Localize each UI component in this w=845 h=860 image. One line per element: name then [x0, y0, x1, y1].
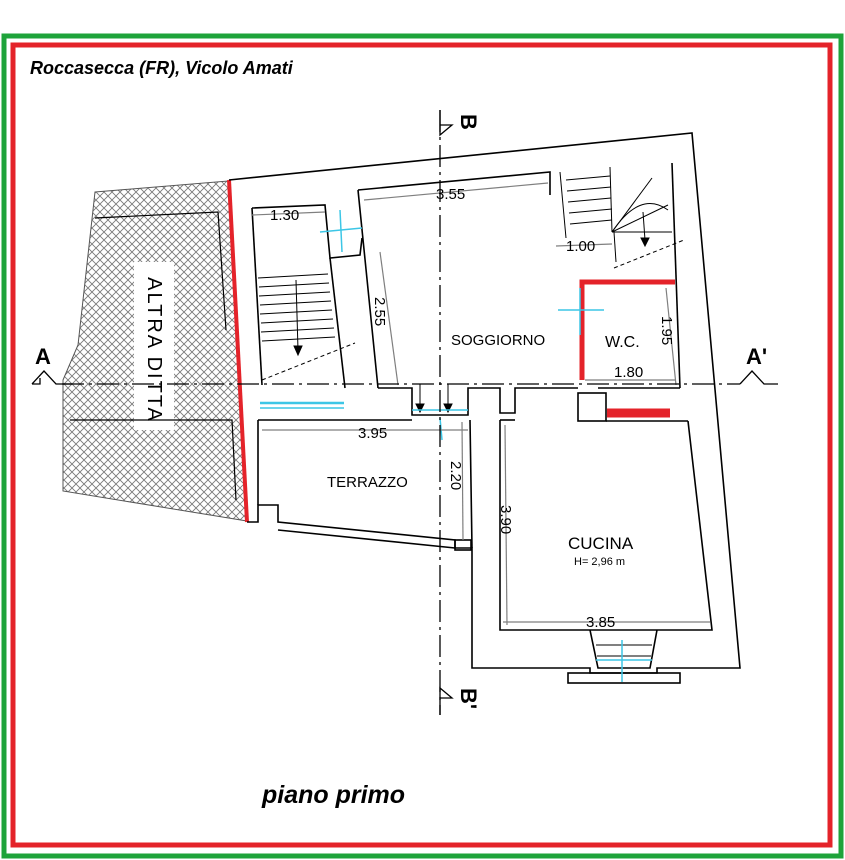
room-kitchen-label: CUCINA	[568, 534, 634, 553]
dim-stair-width: 1.30	[270, 207, 299, 224]
stairs	[257, 166, 685, 657]
windows	[260, 209, 652, 682]
dim-living-width: 3.55	[436, 186, 465, 203]
floor-name: piano primo	[261, 781, 405, 809]
walls	[228, 132, 741, 684]
dim-upper-stair: 1.00	[566, 238, 595, 255]
section-a-prime-label: A'	[746, 344, 767, 369]
neighbor-property: ALTRA DITTA	[62, 180, 248, 522]
outer-border	[1, 33, 844, 859]
section-a-label: A	[35, 344, 51, 369]
inner-border	[10, 42, 833, 848]
dim-terrace-width: 3.95	[358, 425, 387, 442]
kitchen-height-label: H= 2,96 m	[574, 556, 625, 568]
section-lines	[31, 110, 778, 715]
dim-wc-depth: 1.95	[658, 316, 675, 345]
section-b-prime-label: B'	[456, 688, 481, 709]
demolition-lines	[227, 179, 675, 523]
neighbor-label: ALTRA DITTA	[143, 277, 165, 423]
location-title: Roccasecca (FR), Vicolo Amati	[30, 58, 294, 78]
dim-kitchen-depth: 3.90	[497, 505, 514, 534]
room-wc-label: W.C.	[605, 334, 640, 351]
dim-terrace-depth: 2.20	[447, 461, 464, 490]
room-living-label: SOGGIORNO	[451, 332, 545, 349]
dim-kitchen-width: 3.85	[586, 614, 615, 631]
dim-living-depth: 2.55	[371, 297, 388, 326]
room-terrace-label: TERRAZZO	[327, 474, 408, 491]
dimension-lines	[251, 182, 710, 626]
section-b-label: B	[456, 114, 481, 130]
dim-wc-width: 1.80	[614, 364, 643, 381]
